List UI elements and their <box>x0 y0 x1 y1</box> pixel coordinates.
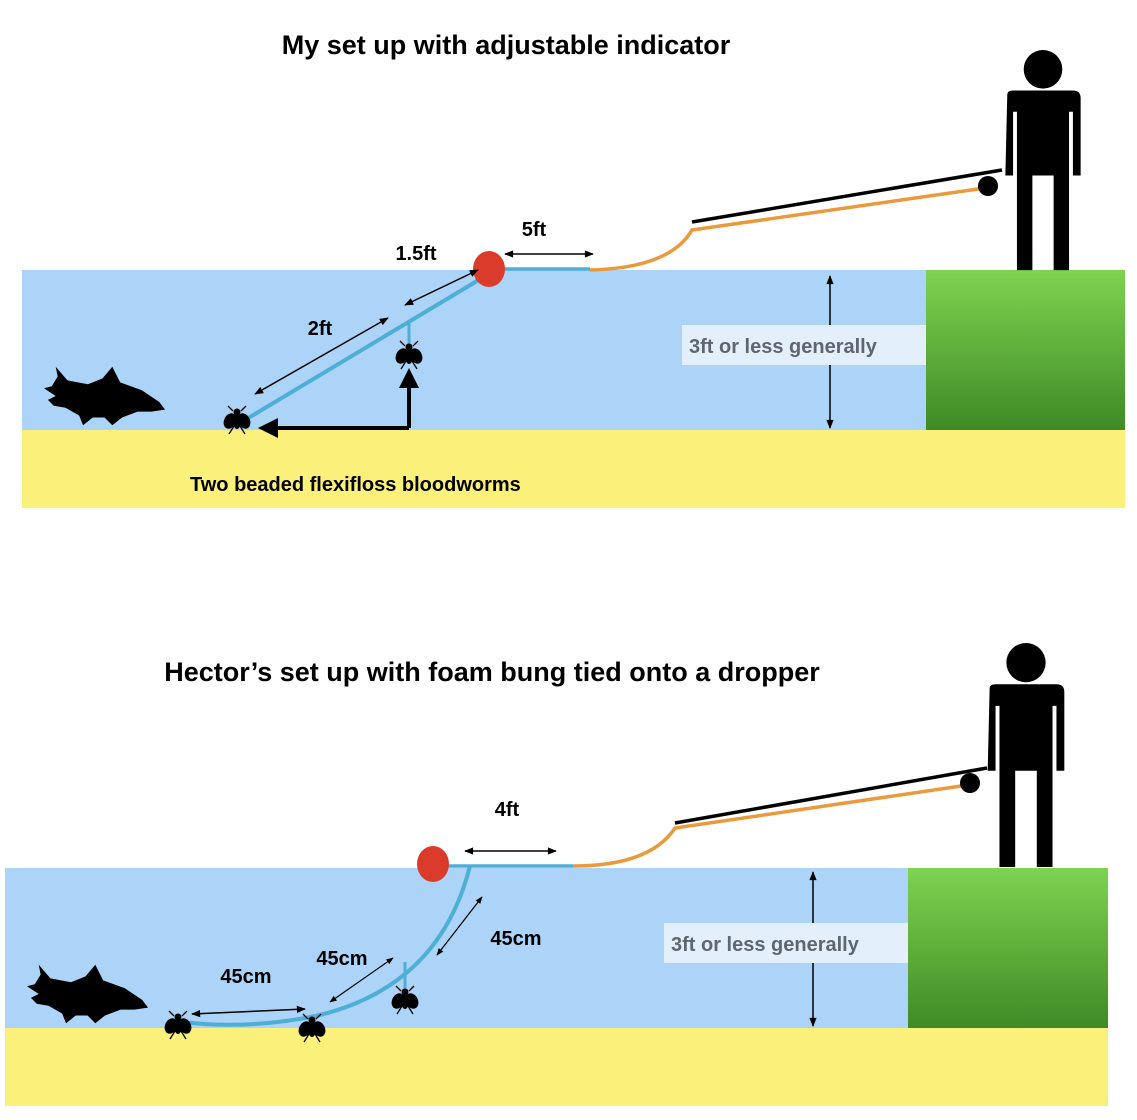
label-5ft: 5ft <box>522 219 547 241</box>
riverbed <box>22 430 1125 508</box>
label-4ft: 4ft <box>495 799 520 821</box>
depth-note: 3ft or less generally <box>671 934 860 956</box>
angler-icon <box>1005 50 1081 271</box>
label-1-5ft: 1.5ft <box>395 243 436 265</box>
dimension-arrow <box>436 896 483 956</box>
depth-note-box <box>682 325 926 365</box>
rod <box>674 766 988 825</box>
dimension-arrow <box>254 317 389 395</box>
bottom-panel: Hector’s set up with foam bung tied onto… <box>5 643 1108 1106</box>
label-45cm-lower: 45cm <box>220 966 271 988</box>
top-panel: My set up with adjustable indicator 5ft … <box>22 30 1125 508</box>
fly-line <box>589 186 986 272</box>
rod <box>691 168 1003 224</box>
dimension-arrow <box>329 957 394 1003</box>
caption: Two beaded flexifloss bloodworms <box>190 474 521 496</box>
riverbed <box>5 1028 1108 1106</box>
bottom-title: Hector’s set up with foam bung tied onto… <box>164 657 820 687</box>
label-45cm-upper: 45cm <box>490 928 541 950</box>
reel-icon <box>960 773 980 793</box>
depth-note: 3ft or less generally <box>689 336 878 358</box>
dimension-arrow <box>404 269 479 306</box>
label-45cm-middle: 45cm <box>316 948 367 970</box>
indicator-icon <box>473 251 505 287</box>
depth-note-box <box>664 923 908 963</box>
angler-icon <box>987 643 1065 868</box>
fly-line <box>572 783 969 868</box>
river-bank <box>926 270 1125 430</box>
river-bank <box>908 868 1108 1028</box>
dimension-arrow <box>191 1005 306 1018</box>
top-title: My set up with adjustable indicator <box>282 30 731 60</box>
reel-icon <box>978 176 998 196</box>
indicator-icon <box>417 846 449 882</box>
label-2ft: 2ft <box>308 318 333 340</box>
